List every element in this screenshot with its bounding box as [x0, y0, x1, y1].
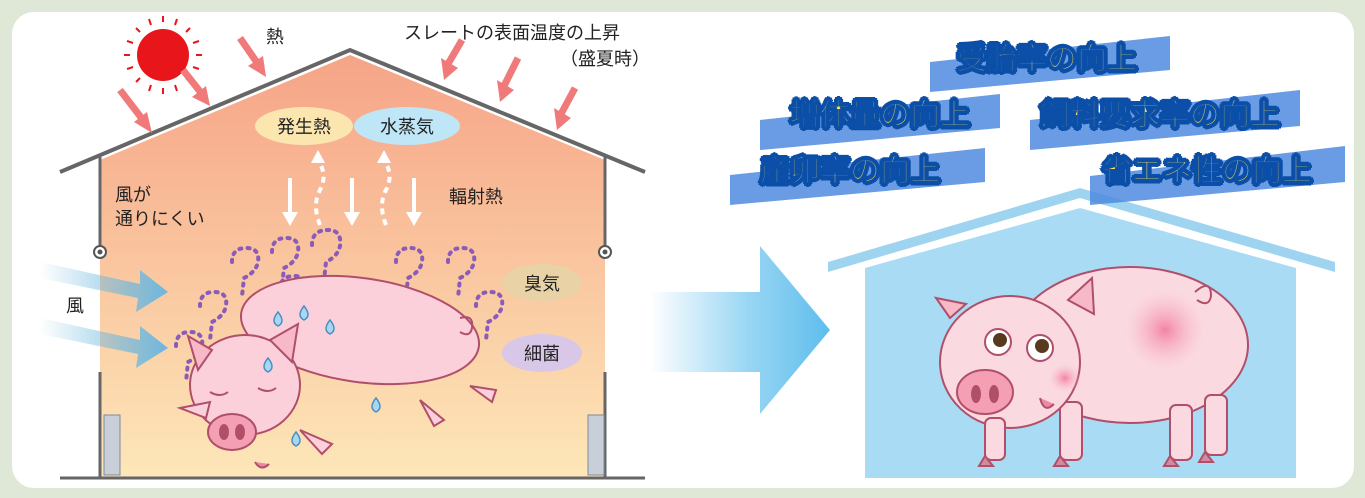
benefit-feed-efficiency: 飼料要求率の向上: [1040, 98, 1281, 134]
radiant-heat-arrows: [282, 178, 422, 226]
odor-bubble: 臭気: [502, 264, 582, 302]
hot-pig: [176, 274, 498, 469]
benefit-streaks: [730, 36, 1345, 205]
vapor-arrows: [314, 158, 392, 226]
slate-temperature-label: スレートの表面温度の上昇: [404, 23, 620, 44]
right-pillar: [587, 414, 605, 476]
heat-label: 熱: [266, 27, 284, 48]
water-vapor-bubble: 水蒸気: [354, 107, 460, 145]
hot-roof: [59, 47, 646, 174]
benefit-conception-rate: 受胎率の向上: [957, 42, 1138, 78]
wind-label: 風: [66, 296, 84, 317]
bacteria-bubble: 細菌: [502, 334, 582, 372]
heat-arrows: [117, 36, 579, 133]
happy-pig: [933, 266, 1249, 467]
wind-arrows: [40, 262, 168, 368]
benefit-energy-saving: 省エネ性の向上: [1102, 154, 1313, 190]
poor-wind-label-1: 風が: [115, 185, 151, 206]
transition-arrow: [650, 246, 830, 414]
midsummer-label: （盛夏時）: [560, 49, 650, 70]
radiant-heat-label: 輻射熱: [449, 187, 503, 208]
sun-icon: [124, 16, 202, 94]
left-pillar: [103, 414, 121, 476]
poor-wind-label-2: 通りにくい: [115, 209, 205, 230]
sweat-drops: [263, 304, 381, 447]
benefit-weight-gain: 増体量の向上: [790, 98, 971, 134]
benefit-egg-rate: 産卵率の向上: [760, 154, 941, 190]
generated-heat-bubble: 発生熱: [255, 107, 353, 145]
